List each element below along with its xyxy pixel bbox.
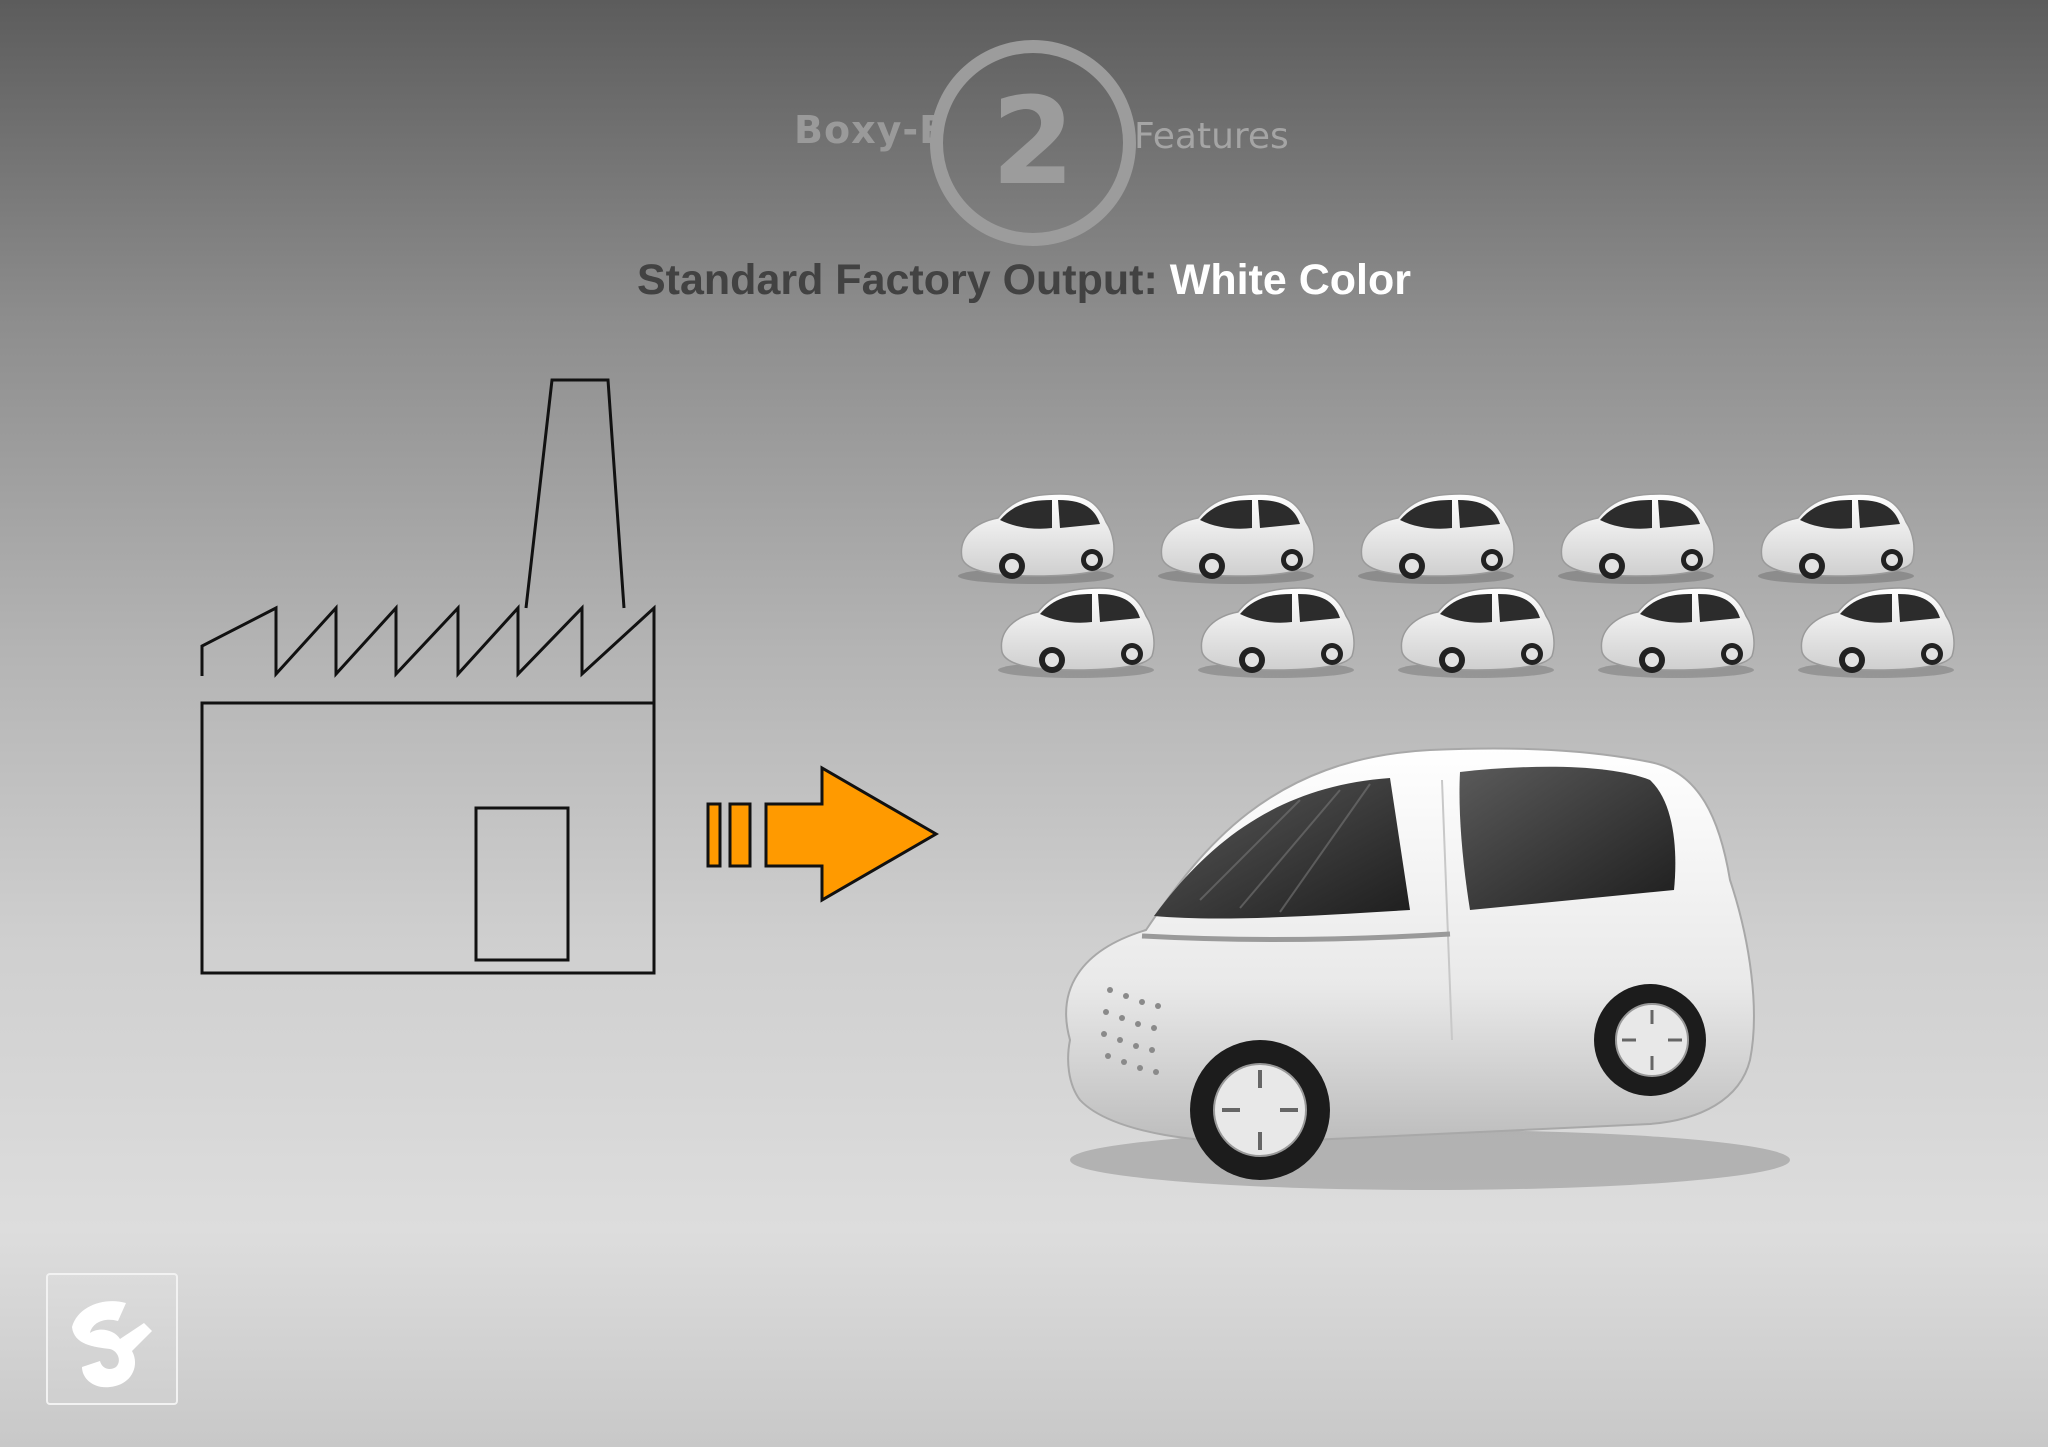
section-title: Features [1134,116,1289,157]
white-car-image [1065,747,1790,1190]
right-arrow-icon [706,765,939,903]
car-fleet [957,493,1955,679]
brand-logo-icon [46,1273,178,1405]
factory-icon [200,378,656,975]
headline-highlight: White Color [1169,256,1411,304]
slide-headline: Standard Factory Output: White Color [0,256,2048,305]
section-number: 2 [991,73,1075,212]
section-number-circle: 2 [930,40,1136,246]
slide-header: Boxy-E 2 Features [0,0,2048,260]
brand-name: Boxy-E [794,108,947,152]
headline-lead: Standard Factory Output: [637,256,1158,304]
